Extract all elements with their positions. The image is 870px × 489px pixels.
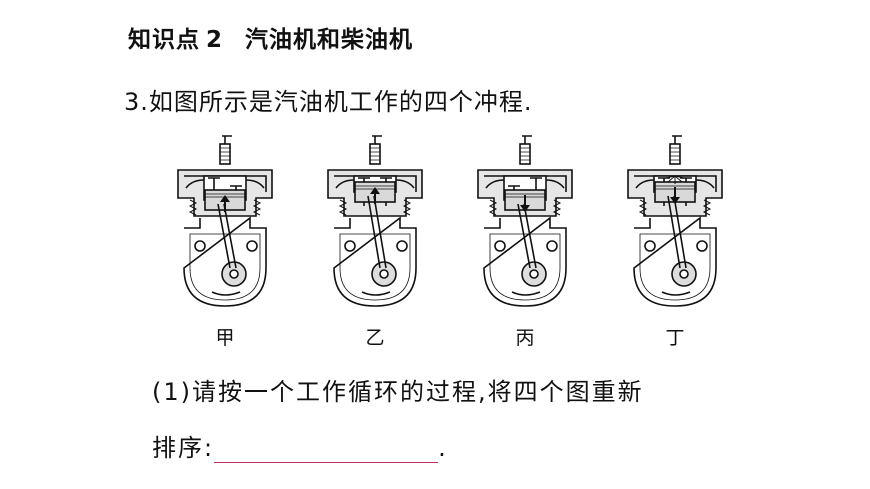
answer-prefix: 排序:	[152, 434, 215, 462]
answer-period: .	[438, 434, 448, 462]
engine-caption: 乙	[365, 327, 385, 349]
subquestion-line-2: 排序:.	[152, 428, 448, 463]
engine-diagram	[610, 128, 740, 318]
engine-diagram	[160, 128, 290, 318]
engine-caption: 甲	[215, 327, 235, 349]
section-label: 知识点	[128, 27, 200, 53]
engine-diagram	[310, 128, 440, 318]
subquestion-line-1: (1)请按一个工作循环的过程,将四个图重新	[152, 378, 644, 406]
question-text: 3.如图所示是汽油机工作的四个冲程.	[124, 88, 533, 116]
answer-blank[interactable]	[214, 434, 439, 463]
engine-caption: 丙	[515, 327, 535, 349]
section-number: 2	[206, 27, 224, 53]
engine-caption: 丁	[665, 327, 685, 349]
section-topic: 汽油机和柴油机	[245, 27, 414, 53]
engine-diagram	[460, 128, 590, 318]
engine-strokes-figure: 甲 乙	[160, 128, 750, 350]
